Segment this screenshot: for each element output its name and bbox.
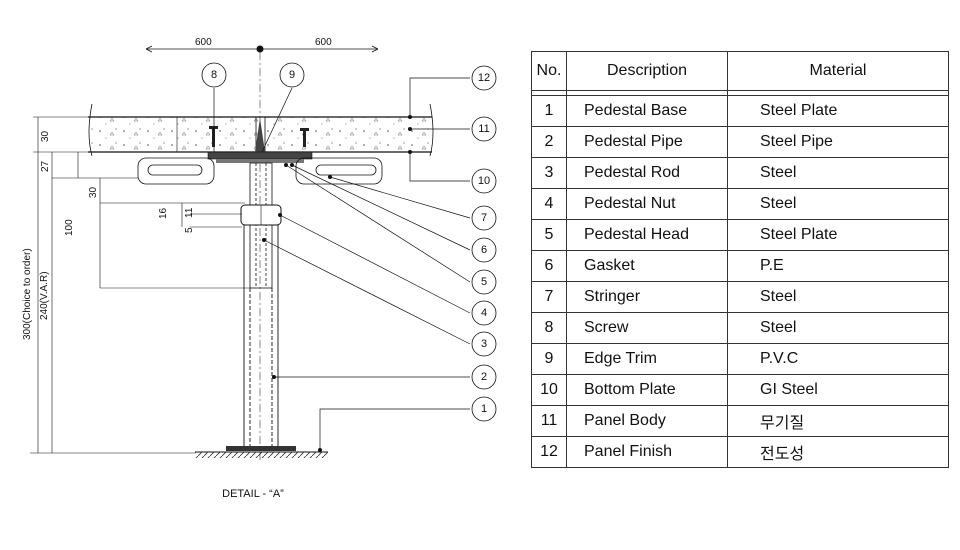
row-description: Screw bbox=[566, 312, 728, 344]
dim-stringer-height: 27 bbox=[40, 160, 51, 172]
dim-total-height: 300(Choice to order) bbox=[22, 248, 33, 340]
callout-3: 3 bbox=[471, 331, 497, 357]
callout-11: 11 bbox=[471, 116, 497, 142]
callout-2: 2 bbox=[471, 364, 497, 390]
header-material: Material bbox=[727, 51, 949, 91]
callout-7: 7 bbox=[471, 205, 497, 231]
svg-text:6: 6 bbox=[481, 244, 487, 256]
callout-5: 5 bbox=[471, 269, 497, 295]
screws bbox=[209, 126, 309, 147]
svg-text:12: 12 bbox=[478, 72, 490, 84]
pedestal-detail-drawing: 600 600 bbox=[22, 37, 497, 500]
row-no: 4 bbox=[531, 188, 567, 220]
svg-text:8: 8 bbox=[211, 69, 217, 81]
row-material: Steel bbox=[727, 312, 949, 344]
pedestal-head bbox=[207, 151, 313, 163]
row-material: Steel bbox=[727, 281, 949, 313]
row-description: Edge Trim bbox=[566, 343, 728, 375]
row-material: Steel Plate bbox=[727, 219, 949, 251]
svg-text:5: 5 bbox=[481, 276, 487, 288]
row-material: P.E bbox=[727, 250, 949, 282]
dim-var-height: 240(V.A.R) bbox=[39, 271, 50, 320]
leader-lines bbox=[213, 77, 471, 450]
row-no: 11 bbox=[531, 405, 567, 437]
header-description: Description bbox=[566, 51, 728, 91]
callout-9: 9 bbox=[279, 62, 305, 88]
row-description: Bottom Plate bbox=[566, 374, 728, 406]
dim-panel-thickness: 30 bbox=[40, 130, 51, 142]
row-no: 9 bbox=[531, 343, 567, 375]
svg-text:7: 7 bbox=[481, 212, 487, 224]
table-header-row: No. Description Material bbox=[531, 51, 949, 91]
row-description: Gasket bbox=[566, 250, 728, 282]
callout-12: 12 bbox=[471, 65, 497, 91]
height-dimensions bbox=[30, 116, 250, 454]
row-description: Pedestal Rod bbox=[566, 157, 728, 189]
callout-10: 10 bbox=[471, 168, 497, 194]
dim-nut-5: 5 bbox=[184, 227, 195, 233]
span-right-label: 600 bbox=[315, 37, 332, 48]
row-description: Panel Finish bbox=[566, 436, 728, 468]
dim-nut-11: 11 bbox=[184, 207, 195, 218]
svg-text:10: 10 bbox=[478, 175, 490, 187]
leader-dots bbox=[262, 115, 412, 452]
callout-8: 8 bbox=[201, 62, 227, 88]
row-no: 12 bbox=[531, 436, 567, 468]
row-material: 전도성 bbox=[727, 436, 949, 468]
svg-text:4: 4 bbox=[481, 307, 487, 319]
row-material: GI Steel bbox=[727, 374, 949, 406]
row-no: 10 bbox=[531, 374, 567, 406]
center-mark bbox=[256, 45, 264, 53]
row-description: Pedestal Head bbox=[566, 219, 728, 251]
row-no: 8 bbox=[531, 312, 567, 344]
svg-text:2: 2 bbox=[481, 371, 487, 383]
row-description: Pedestal Pipe bbox=[566, 126, 728, 158]
row-material: Steel Plate bbox=[727, 95, 949, 127]
edge-trim bbox=[255, 118, 265, 152]
row-material: 무기질 bbox=[727, 405, 949, 437]
row-material: Steel Pipe bbox=[727, 126, 949, 158]
svg-text:1: 1 bbox=[481, 403, 487, 415]
span-left-label: 600 bbox=[195, 37, 212, 48]
dim-rod-length: 100 bbox=[64, 219, 75, 236]
detail-caption: DETAIL - “A” bbox=[222, 488, 284, 500]
row-material: P.V.C bbox=[727, 343, 949, 375]
row-no: 1 bbox=[531, 95, 567, 127]
row-description: Pedestal Nut bbox=[566, 188, 728, 220]
dim-head-depth: 30 bbox=[88, 186, 99, 198]
row-material: Steel bbox=[727, 188, 949, 220]
svg-text:11: 11 bbox=[478, 123, 489, 135]
row-description: Panel Body bbox=[566, 405, 728, 437]
row-no: 7 bbox=[531, 281, 567, 313]
callout-1: 1 bbox=[471, 396, 497, 422]
svg-text:9: 9 bbox=[289, 69, 295, 81]
row-no: 6 bbox=[531, 250, 567, 282]
row-no: 5 bbox=[531, 219, 567, 251]
header-no: No. bbox=[531, 51, 567, 91]
svg-text:3: 3 bbox=[481, 338, 487, 350]
row-no: 3 bbox=[531, 157, 567, 189]
row-description: Pedestal Base bbox=[566, 95, 728, 127]
row-material: Steel bbox=[727, 157, 949, 189]
callout-6: 6 bbox=[471, 237, 497, 263]
dim-nut-16: 16 bbox=[158, 207, 169, 219]
row-no: 2 bbox=[531, 126, 567, 158]
row-description: Stringer bbox=[566, 281, 728, 313]
pedestal-pipe bbox=[243, 225, 279, 450]
callout-4: 4 bbox=[471, 300, 497, 326]
pedestal-base bbox=[195, 446, 328, 458]
